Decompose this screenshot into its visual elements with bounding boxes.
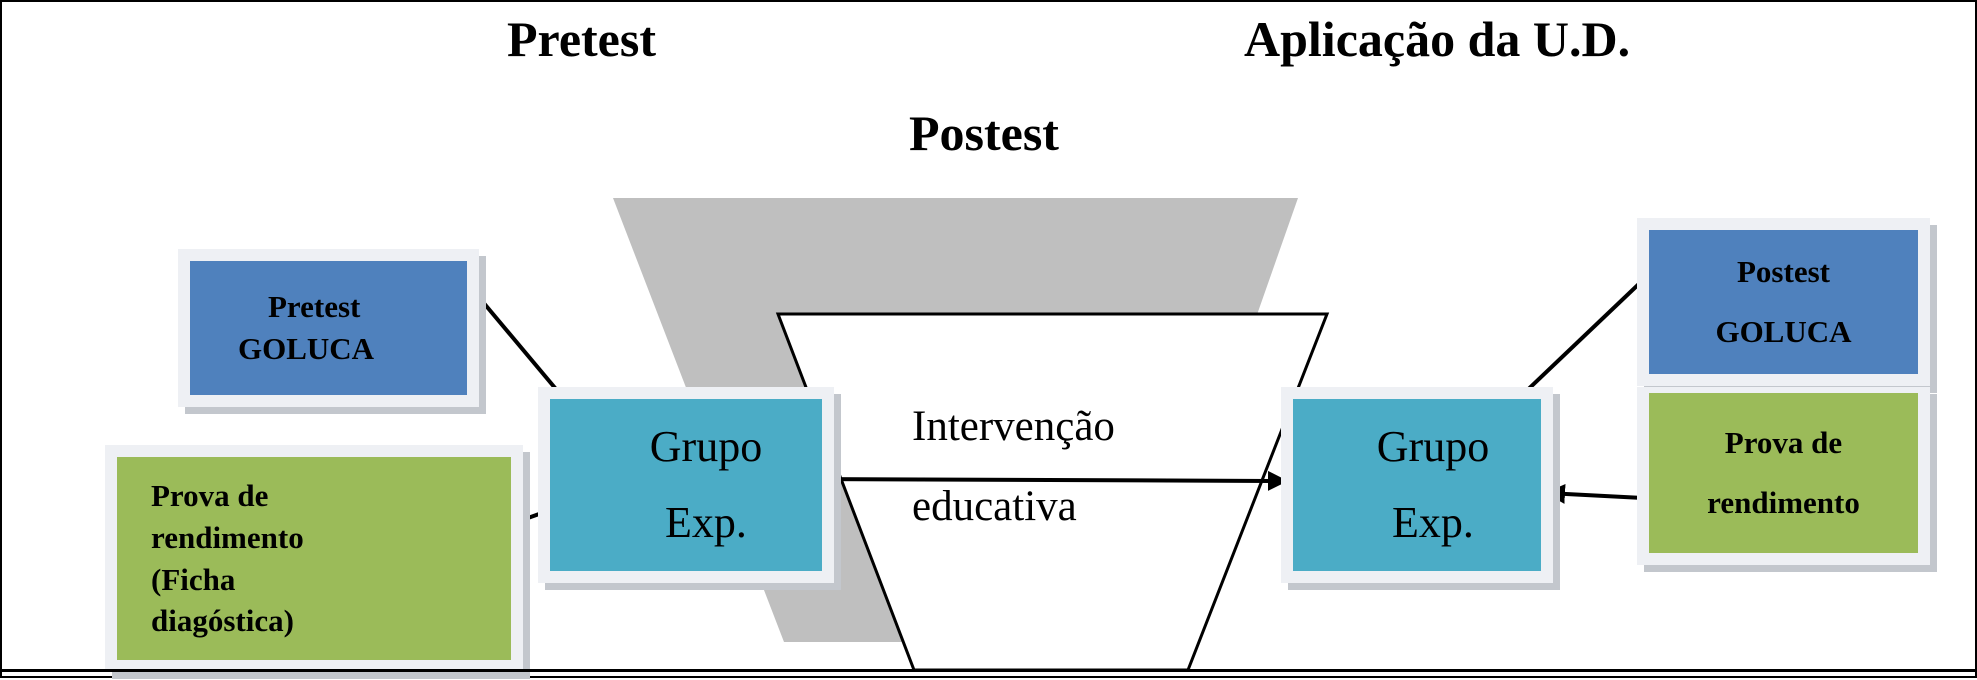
prova-rendimento-box: Prova de rendimento (Ficha diagóstica) xyxy=(105,445,523,672)
prova-line4: diagóstica) xyxy=(151,603,294,639)
prova-right-line1: Prova de xyxy=(1724,424,1843,460)
grupo-exp-right-box: Grupo Exp. xyxy=(1281,387,1553,583)
pretest-goluca-line2: GOLUCA xyxy=(238,331,375,366)
prova-line1: Prova de xyxy=(151,477,269,513)
postest-goluca-line1: Postest xyxy=(1737,253,1830,289)
grupo-left-line2: Exp. xyxy=(665,498,747,547)
pretest-goluca-box: Pretest GOLUCA xyxy=(178,249,479,407)
postest-goluca-line2: GOLUCA xyxy=(1715,314,1852,349)
prova-rendimento-right-box: Prova de rendimento xyxy=(1637,387,1930,565)
intervencao-line1: Intervenção xyxy=(912,403,1115,450)
heading-aplicacao: Aplicação da U.D. xyxy=(1244,11,1631,67)
arrow-prova-to-group-right xyxy=(1545,483,1644,504)
heading-postest: Postest xyxy=(909,105,1059,161)
grupo-exp-left-box: Grupo Exp. xyxy=(538,387,834,583)
prova-right-line2: rendimento xyxy=(1707,485,1860,520)
postest-goluca-box: Postest GOLUCA xyxy=(1637,218,1930,386)
heading-pretest: Pretest xyxy=(507,11,656,67)
arrow-group-to-group xyxy=(803,470,1288,491)
grupo-right-line2: Exp. xyxy=(1392,498,1474,547)
prova-line3: (Ficha xyxy=(151,561,236,597)
grupo-right-line1: Grupo xyxy=(1376,422,1490,471)
intervencao-line2: educativa xyxy=(912,483,1077,530)
grupo-left-line1: Grupo xyxy=(649,422,763,471)
prova-line2: rendimento xyxy=(151,519,304,555)
pretest-goluca-line1: Pretest xyxy=(268,289,361,325)
